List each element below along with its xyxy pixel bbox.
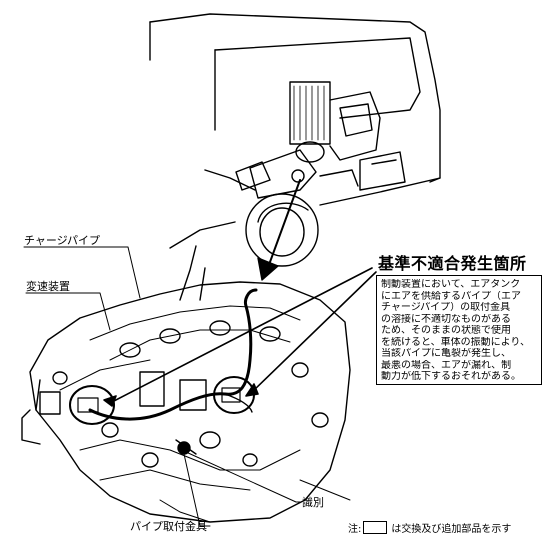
notice-line: 最悪の場合、エアが漏れ、制: [381, 359, 512, 371]
transmission-illustration: [21, 245, 351, 523]
footnote: 注: は交換及び追加部品を示す: [348, 520, 511, 535]
notice-line: の溶接に不適切なものがある: [381, 313, 511, 325]
pointer-arrow: [257, 179, 301, 281]
notice-arrows: [103, 267, 377, 407]
van-illustration: [149, 13, 441, 267]
notice-line: ため、そのままの状態で使用: [381, 325, 511, 336]
leader-lines: [23, 246, 301, 527]
footnote-prefix: 注:: [348, 524, 362, 535]
label-identification: 識別: [302, 496, 324, 509]
notice-line: 制動装置において、エアタンク: [381, 279, 521, 290]
notice-line: にエアを供給するパイプ（エア: [381, 290, 521, 302]
notice-box: 制動装置において、エアタンク にエアを供給するパイプ（エア チャージパイプ）の取…: [376, 275, 542, 385]
notice-line: 動力が低下するおそれがある。: [381, 371, 521, 382]
notice-title: 基準不適合発生箇所: [378, 254, 527, 273]
notice-line: チャージパイプ）の取付金具: [381, 302, 511, 313]
label-charge-pipe: チャージパイプ: [24, 234, 101, 247]
notice-line: を続けると、車体の振動により、: [381, 336, 530, 348]
notice-line: 当該パイプに亀裂が発生し、: [381, 348, 511, 359]
label-transmission: 変速装置: [26, 280, 70, 293]
label-pipe-bracket: パイプ取付金具: [130, 520, 207, 533]
footnote-text: は交換及び追加部品を示す: [391, 524, 512, 535]
legend-square-icon: [363, 521, 388, 534]
